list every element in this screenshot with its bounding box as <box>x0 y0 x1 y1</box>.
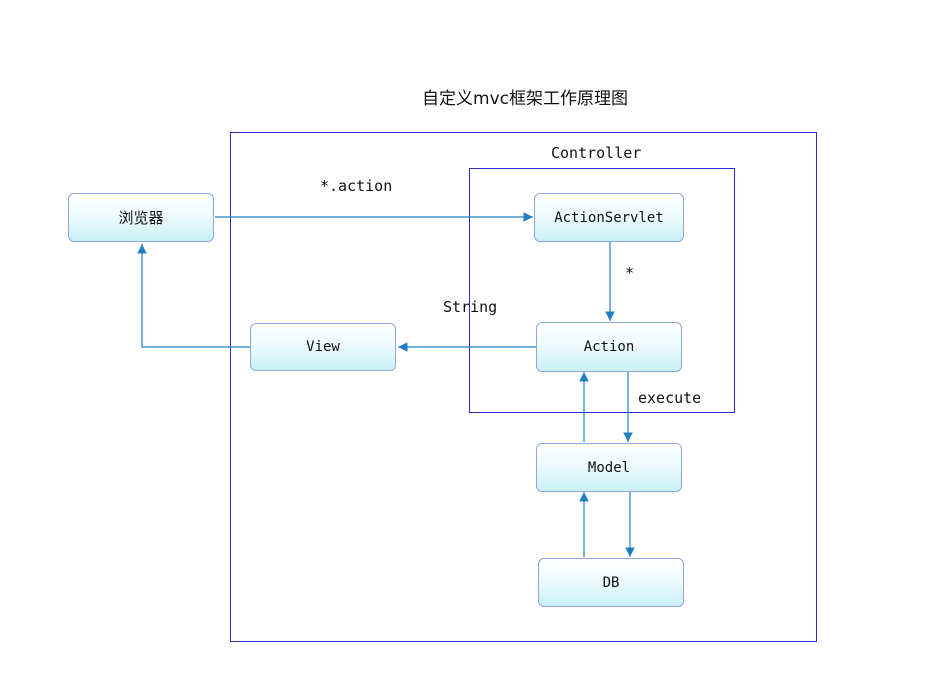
edge-view-to-browser <box>137 244 250 348</box>
browser-node: 浏览器 <box>68 193 214 242</box>
view-node: View <box>250 323 396 371</box>
action-node: Action <box>536 322 682 372</box>
request-edge-label: *.action <box>320 177 393 195</box>
system-frame <box>230 132 817 642</box>
controller-label: Controller <box>551 144 642 162</box>
dispatch-edge-label: * <box>625 264 635 282</box>
diagram-title: 自定义mvc框架工作原理图 <box>422 89 628 109</box>
result-edge-label: String <box>443 298 498 316</box>
db-node: DB <box>538 558 684 607</box>
controller-frame <box>469 168 735 413</box>
model-node: Model <box>536 443 682 492</box>
actionservlet-node: ActionServlet <box>534 193 684 242</box>
execute-edge-label: execute <box>638 389 702 407</box>
